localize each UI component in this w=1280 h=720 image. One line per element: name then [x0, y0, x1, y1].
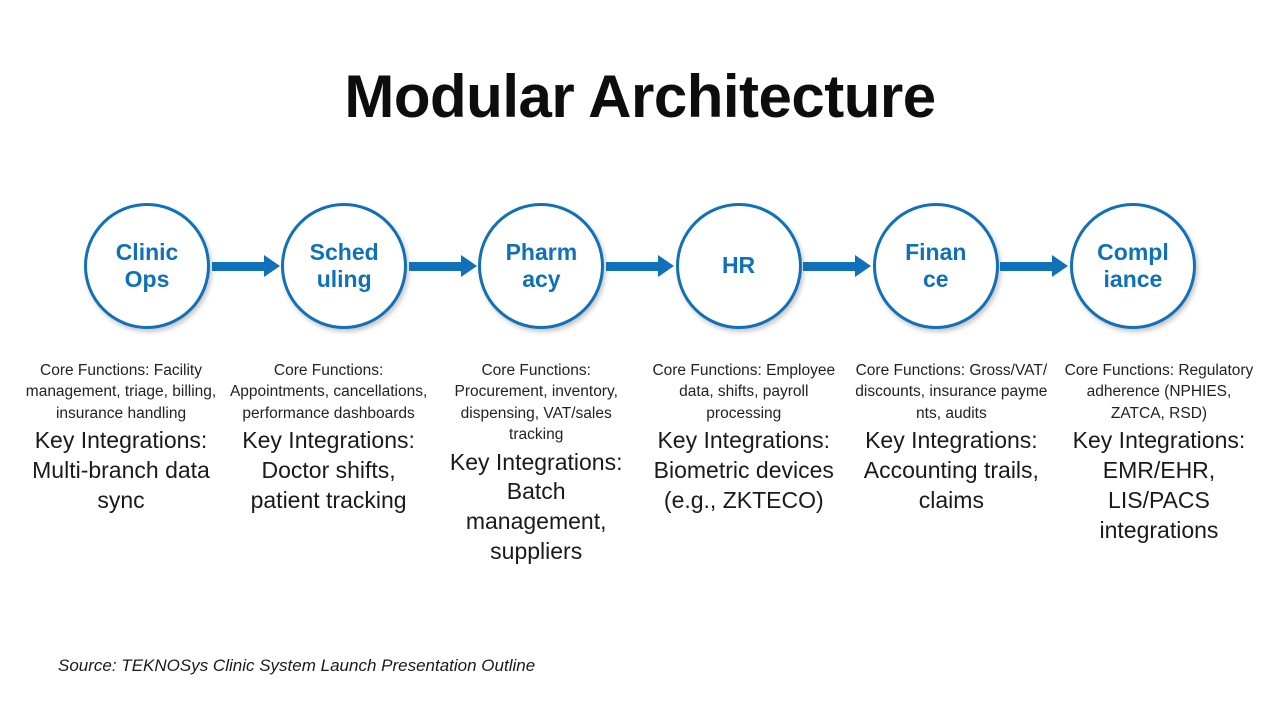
arrow-shaft	[803, 262, 858, 271]
node-circle-pharmacy[interactable]: Pharmacy	[478, 203, 605, 329]
flow-node-scheduling[interactable]: Scheduling	[281, 203, 408, 329]
detail-column-clinic-ops: Core Functions: Facility management, tri…	[22, 360, 220, 516]
arrow-head	[460, 255, 477, 277]
node-circle-scheduling[interactable]: Scheduling	[281, 203, 408, 329]
arrow-shaft	[1000, 262, 1055, 271]
arrow-shaft	[211, 262, 266, 271]
node-label-hr: HR	[721, 252, 756, 279]
key-integrations-text: Key Integrations: Batch management, supp…	[449, 448, 623, 565]
flow-arrow-1-icon	[211, 251, 280, 281]
arrow-head	[855, 255, 872, 277]
arrow-head	[263, 255, 280, 277]
core-functions-text: Core Functions: Regulatory adherence (NP…	[1064, 362, 1254, 422]
core-functions-text: Core Functions: Procurement, inventory, …	[454, 362, 618, 444]
node-label-compliance: Compliance	[1097, 238, 1169, 292]
arrow-head	[1052, 255, 1069, 277]
detail-column-hr: Core Functions: Employee data, shifts, p…	[645, 360, 843, 516]
detail-column-compliance: Core Functions: Regulatory adherence (NP…	[1060, 360, 1258, 546]
flow-node-hr[interactable]: HR	[675, 203, 802, 329]
flow-arrow-5-icon	[1000, 251, 1069, 281]
source-note: Source: TEKNOSys Clinic System Launch Pr…	[58, 656, 536, 675]
arrow-head	[657, 255, 674, 277]
detail-column-scheduling: Core Functions: Appointments, cancellati…	[230, 360, 428, 516]
key-integrations-text: Key Integrations: EMR/EHR, LIS/PACS inte…	[1072, 427, 1246, 543]
detail-column-pharmacy: Core Functions: Procurement, inventory, …	[437, 360, 635, 567]
node-label-clinic-ops: Clinic Ops	[115, 238, 179, 292]
node-circle-compliance[interactable]: Compliance	[1069, 203, 1196, 329]
node-circle-hr[interactable]: HR	[675, 203, 802, 329]
flow-arrow-4-icon	[803, 251, 872, 281]
node-circle-finance[interactable]: Finance	[872, 203, 999, 329]
flow-node-compliance[interactable]: Compliance	[1069, 203, 1196, 329]
node-label-pharmacy: Pharmacy	[505, 238, 578, 292]
core-functions-text: Core Functions: Facility management, tri…	[25, 362, 217, 422]
key-integrations-text: Key Integrations: Doctor shifts, patient…	[242, 427, 415, 513]
node-circle-clinic-ops[interactable]: Clinic Ops	[84, 203, 210, 329]
key-integrations-text: Key Integrations: Biometric devices (e.g…	[653, 427, 834, 513]
arrow-shaft	[408, 262, 463, 271]
flow-node-pharmacy[interactable]: Pharmacy	[478, 203, 605, 329]
detail-column-finance: Core Functions: Gross/VAT/discounts, ins…	[852, 360, 1050, 516]
key-integrations-text: Key Integrations: Accounting trails, cla…	[863, 427, 1039, 513]
core-functions-text: Core Functions: Appointments, cancellati…	[229, 362, 428, 422]
module-flow-diagram: Clinic Ops Scheduling Pharmacy HR Financ	[84, 203, 1196, 329]
node-label-scheduling: Scheduling	[309, 238, 379, 292]
flow-arrow-2-icon	[408, 251, 477, 281]
page-title: Modular Architecture	[344, 63, 936, 130]
flow-arrow-3-icon	[605, 251, 674, 281]
flow-node-finance[interactable]: Finance	[872, 203, 999, 329]
core-functions-text: Core Functions: Employee data, shifts, p…	[652, 362, 836, 422]
node-label-finance: Finance	[905, 238, 967, 292]
key-integrations-text: Key Integrations: Multi-branch data sync	[32, 427, 210, 513]
flow-node-clinic-ops[interactable]: Clinic Ops	[84, 203, 210, 329]
arrow-shaft	[605, 262, 660, 271]
module-detail-columns: Core Functions: Facility management, tri…	[22, 360, 1258, 567]
core-functions-text: Core Functions: Gross/VAT/discounts, ins…	[855, 362, 1048, 422]
